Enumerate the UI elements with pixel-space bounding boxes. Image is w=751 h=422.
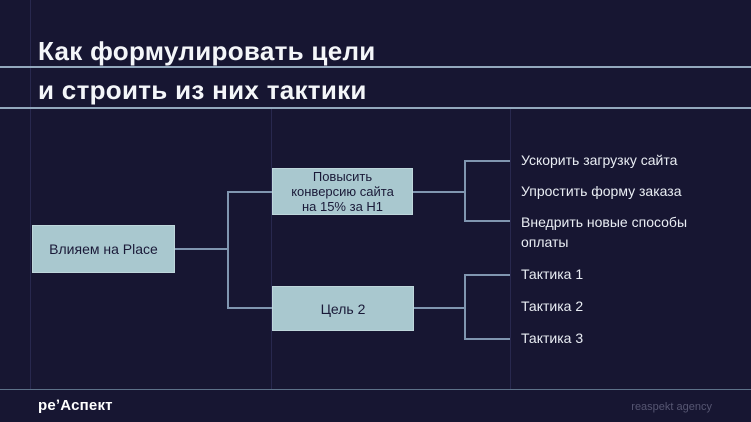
connector-to-goal1	[227, 191, 273, 193]
connector-goal2-tactic1	[464, 274, 510, 276]
connector-goal1-tactic3	[464, 220, 510, 222]
tactic-label-new-payment-methods: Внедрить новые способы оплаты	[521, 214, 688, 250]
connector-goal1-out	[413, 191, 465, 193]
slide-title-line-1: Как формулировать цели	[38, 36, 376, 66]
connector-root-branch-vertical	[227, 191, 229, 308]
grid-line-vertical-left	[30, 0, 31, 390]
connector-root-out	[175, 248, 228, 250]
connector-goal2-out	[414, 307, 465, 309]
tactic-label-tactic-3: Тактика 3	[521, 330, 584, 346]
tactic-label-tactic-2: Тактика 2	[521, 298, 584, 314]
tactic-label-simplify-order-form: Упростить форму заказа	[521, 183, 682, 199]
node-goal-1-conversion: Повысить конверсию сайта на 15% за H1	[272, 168, 413, 215]
slide-title-line-2: и строить из них тактики	[38, 75, 367, 105]
footer-divider-line	[0, 389, 751, 390]
connector-to-goal2	[227, 307, 273, 309]
node-root-influence-place: Влияем на Place	[32, 225, 175, 273]
connector-goal1-bracket-vertical	[464, 160, 466, 222]
agency-watermark: reaspekt agency	[631, 401, 712, 413]
connector-goal2-tactic3	[464, 338, 510, 340]
reaspekt-logo: реʼАспект	[38, 397, 113, 414]
connector-goal1-tactic1	[464, 160, 510, 162]
title-divider-line-upper	[0, 66, 751, 68]
grid-line-vertical-right	[510, 108, 511, 390]
tactic-label-speed-up-site: Ускорить загрузку сайта	[521, 152, 678, 168]
title-divider-line-lower	[0, 107, 751, 109]
tactic-label-tactic-1: Тактика 1	[521, 266, 584, 282]
connector-goal2-bracket-vertical	[464, 274, 466, 340]
node-goal-2: Цель 2	[272, 286, 414, 331]
grid-line-vertical-middle	[271, 108, 272, 390]
